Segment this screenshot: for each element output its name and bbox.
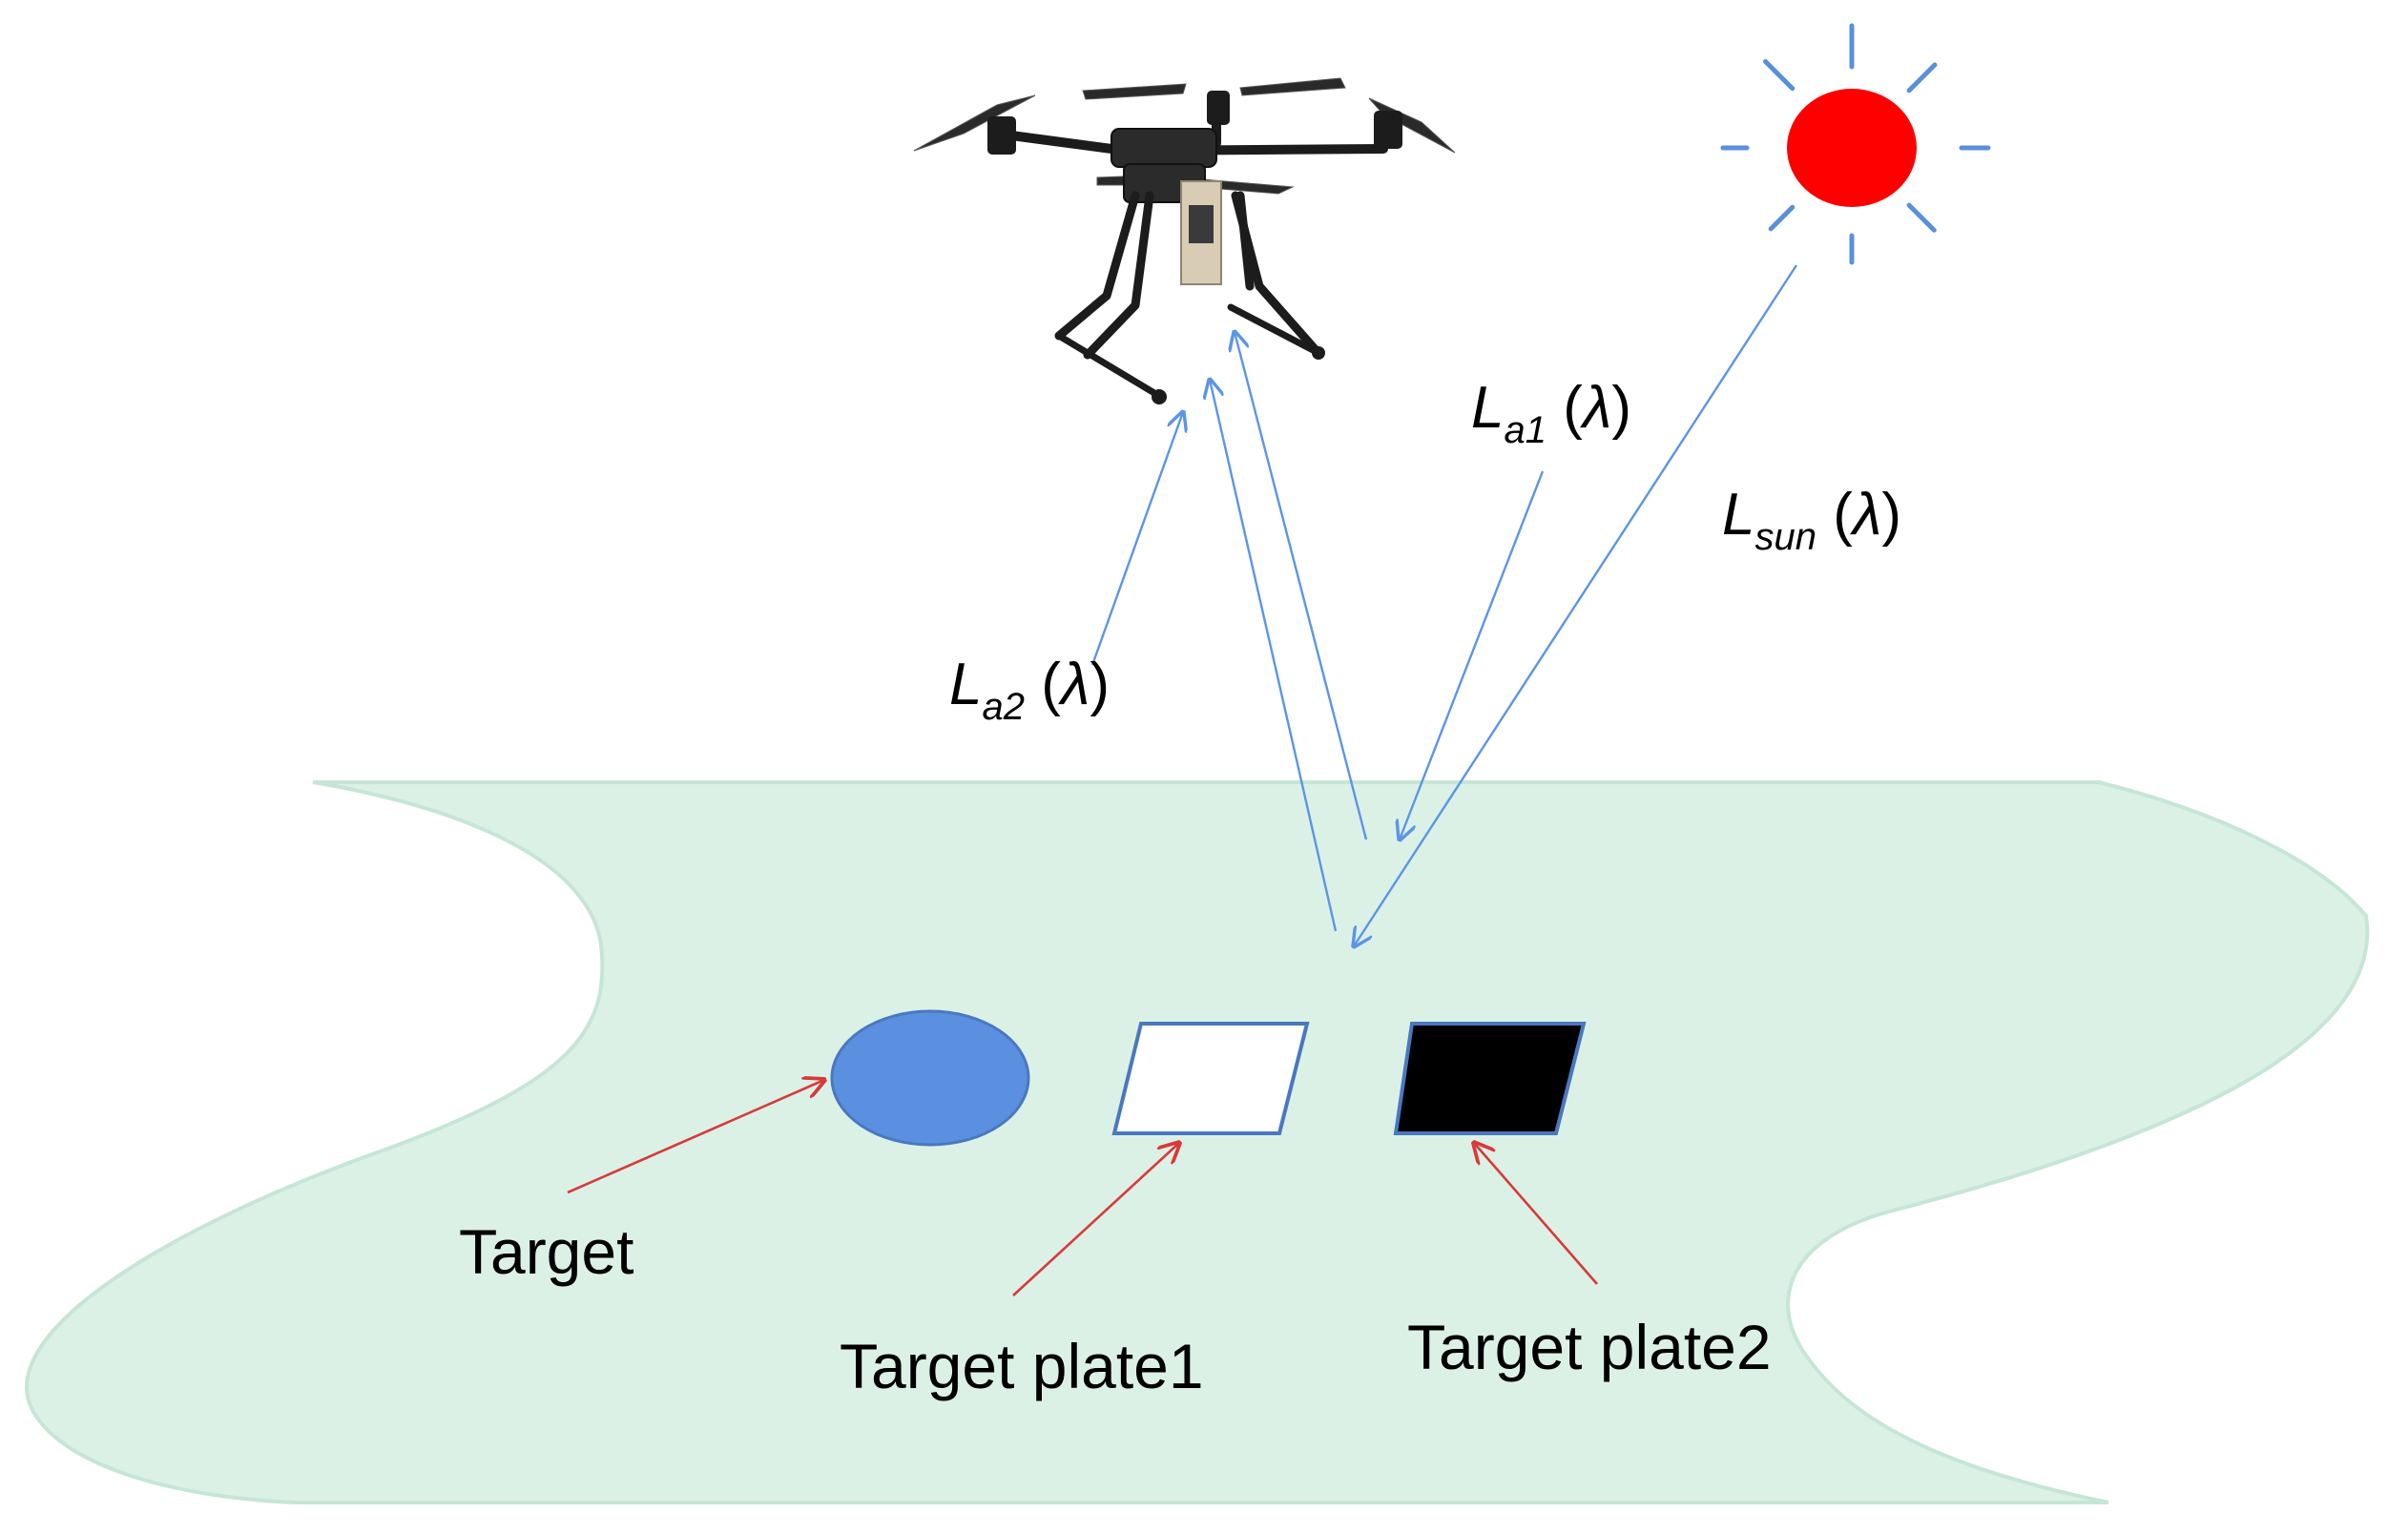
sun-ray [1768,204,1796,232]
label-la2: La2 (λ) [949,652,1110,728]
label-target: Target [459,1216,633,1287]
label-target-plate1: Target plate1 [840,1331,1204,1401]
sun-disc [1787,89,1917,207]
light-path-ground-to-drone-1 [1210,380,1338,932]
light-path-la1-to-ground [1400,470,1545,840]
light-path-ground-to-drone-2 [1235,332,1368,840]
label-lsun: Lsun (λ) [1722,482,1901,558]
light-path-sun-to-ground [1354,264,1798,946]
sun-icon [1720,23,1991,265]
sun-ray [1906,202,1937,233]
light-paths [1090,264,1798,946]
target-shape [830,1009,1030,1147]
sun-ray [1762,58,1796,92]
target-plate1-shape [1111,1022,1310,1135]
pointer-arrows [567,1080,1598,1296]
sun-rays [1720,23,1991,265]
drone-icon [913,77,1456,404]
pointer-target [567,1080,824,1194]
ground-surface [25,780,2370,1504]
pointer-target-plate1 [1012,1143,1179,1296]
target-plate2-shape [1393,1022,1587,1135]
label-target-plate2: Target plate2 [1407,1312,1772,1382]
label-la1: La1 (λ) [1471,375,1631,451]
pointer-target-plate2 [1474,1143,1598,1285]
sun-ray [1906,62,1938,93]
light-path-la2-to-drone [1090,412,1183,666]
